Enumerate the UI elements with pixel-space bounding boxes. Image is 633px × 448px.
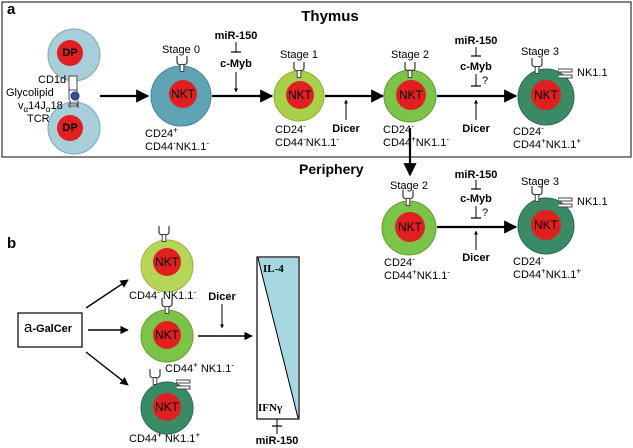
- cd1d-label: CD1d: [38, 74, 67, 86]
- b-cell1-nkt-label: NKT: [155, 255, 179, 269]
- dicer-label: Dicer: [462, 123, 490, 135]
- periph-question-mark: ?: [482, 207, 489, 219]
- nk11-label: NK1.1: [577, 67, 608, 79]
- dp-nucleus-top: [57, 40, 83, 66]
- periphery-stage3-nucleus: [531, 210, 561, 240]
- stage2-nkt-label: NKT: [399, 88, 423, 102]
- periph-stage2-nkt-label: NKT: [398, 220, 422, 234]
- arrow-to-cell1: [85, 279, 129, 309]
- mir150-label: miR-150: [454, 35, 498, 47]
- stage2-phenotype: CD24- CD44+NK1.1-: [383, 121, 450, 149]
- panel-b-letter: b: [7, 235, 17, 252]
- stage0-nucleus: [169, 80, 197, 108]
- stage2-label: Stage 2: [391, 49, 429, 61]
- thymus-frame: [1, 1, 632, 158]
- stage3-label: Stage 3: [521, 46, 559, 58]
- stage1-label: Stage 1: [280, 49, 318, 61]
- stage3-nkt-label: NKT: [534, 88, 558, 102]
- stage1-nucleus: [286, 81, 314, 109]
- periph-stage2-phenotype: CD24- CD44+NK1.1-: [384, 254, 451, 282]
- b-cell3-nucleus: [153, 393, 181, 421]
- periphery-title: Periphery: [299, 161, 364, 177]
- b-cell3-phenotype: CD44+ NK1.1+: [129, 430, 201, 445]
- dp-nucleus-bottom: [57, 115, 83, 141]
- tcr-icon: [158, 226, 170, 242]
- b-mir150-label: miR-150: [255, 435, 299, 447]
- cmyb-label: c-Myb: [460, 61, 492, 73]
- thymus-title: Thymus: [301, 8, 359, 25]
- stage1-nkt-label: NKT: [288, 88, 312, 102]
- panel-a-letter: a: [7, 1, 16, 18]
- il4-label: IL-4: [263, 263, 284, 275]
- periph-stage3-label: Stage 3: [521, 176, 559, 188]
- cmyb-label: c-Myb: [220, 58, 252, 70]
- question-mark: ?: [482, 75, 489, 87]
- stage2-nucleus: [396, 80, 426, 110]
- cd1d-tcr-synapse-icon: [68, 75, 80, 108]
- periphery-stage2-nucleus: [395, 212, 425, 242]
- mir150-label: miR-150: [214, 30, 258, 42]
- agalcer-label: a-GalCer: [24, 319, 73, 336]
- stage0-phenotype: CD24+ CD44-NK1.1-: [145, 125, 210, 153]
- dp-label-top: DP: [62, 47, 78, 59]
- b-cell1-phenotype: CD44- NK1.1-: [129, 287, 197, 302]
- glycolipid-label: Glycolipid: [6, 87, 54, 99]
- b-cell1-nucleus: [153, 248, 181, 276]
- periph-stage3-nkt-label: NKT: [534, 218, 558, 232]
- agalcer-box: [17, 312, 83, 348]
- b-cell2-phenotype: CD44+ NK1.1-: [165, 360, 235, 375]
- periph-cmyb-label: c-Myb: [460, 193, 492, 205]
- b-dicer-label: Dicer: [208, 291, 236, 303]
- tcr-chain-label: vα14Jα18: [18, 100, 63, 115]
- b-cell3-nkt-label: NKT: [155, 400, 179, 414]
- dp-label-bottom: DP: [62, 122, 78, 134]
- periph-mir150-label: miR-150: [454, 169, 498, 181]
- stage0-label: Stage 0: [162, 44, 200, 56]
- b-cell2-nkt-label: NKT: [155, 328, 179, 342]
- dicer-label: Dicer: [332, 123, 360, 135]
- tcr-icon: [149, 369, 161, 385]
- b-cell2-nucleus: [153, 321, 181, 349]
- periph-stage2-label: Stage 2: [390, 180, 428, 192]
- stage0-nkt-label: NKT: [171, 87, 195, 101]
- ifng-label: IFNγ: [258, 402, 283, 414]
- stage1-phenotype: CD24- CD44-NK1.1-: [275, 121, 340, 149]
- stage3-nucleus: [531, 80, 561, 110]
- periph-dicer-label: Dicer: [462, 252, 490, 264]
- tcr-label: TCR: [27, 113, 50, 125]
- periph-stage3-phenotype: CD24- CD44+NK1.1+: [513, 253, 582, 281]
- arrow-to-cell3: [85, 351, 129, 386]
- stage3-phenotype: CD24- CD44+NK1.1+: [513, 123, 582, 151]
- periph-nk11-label: NK1.1: [577, 196, 608, 208]
